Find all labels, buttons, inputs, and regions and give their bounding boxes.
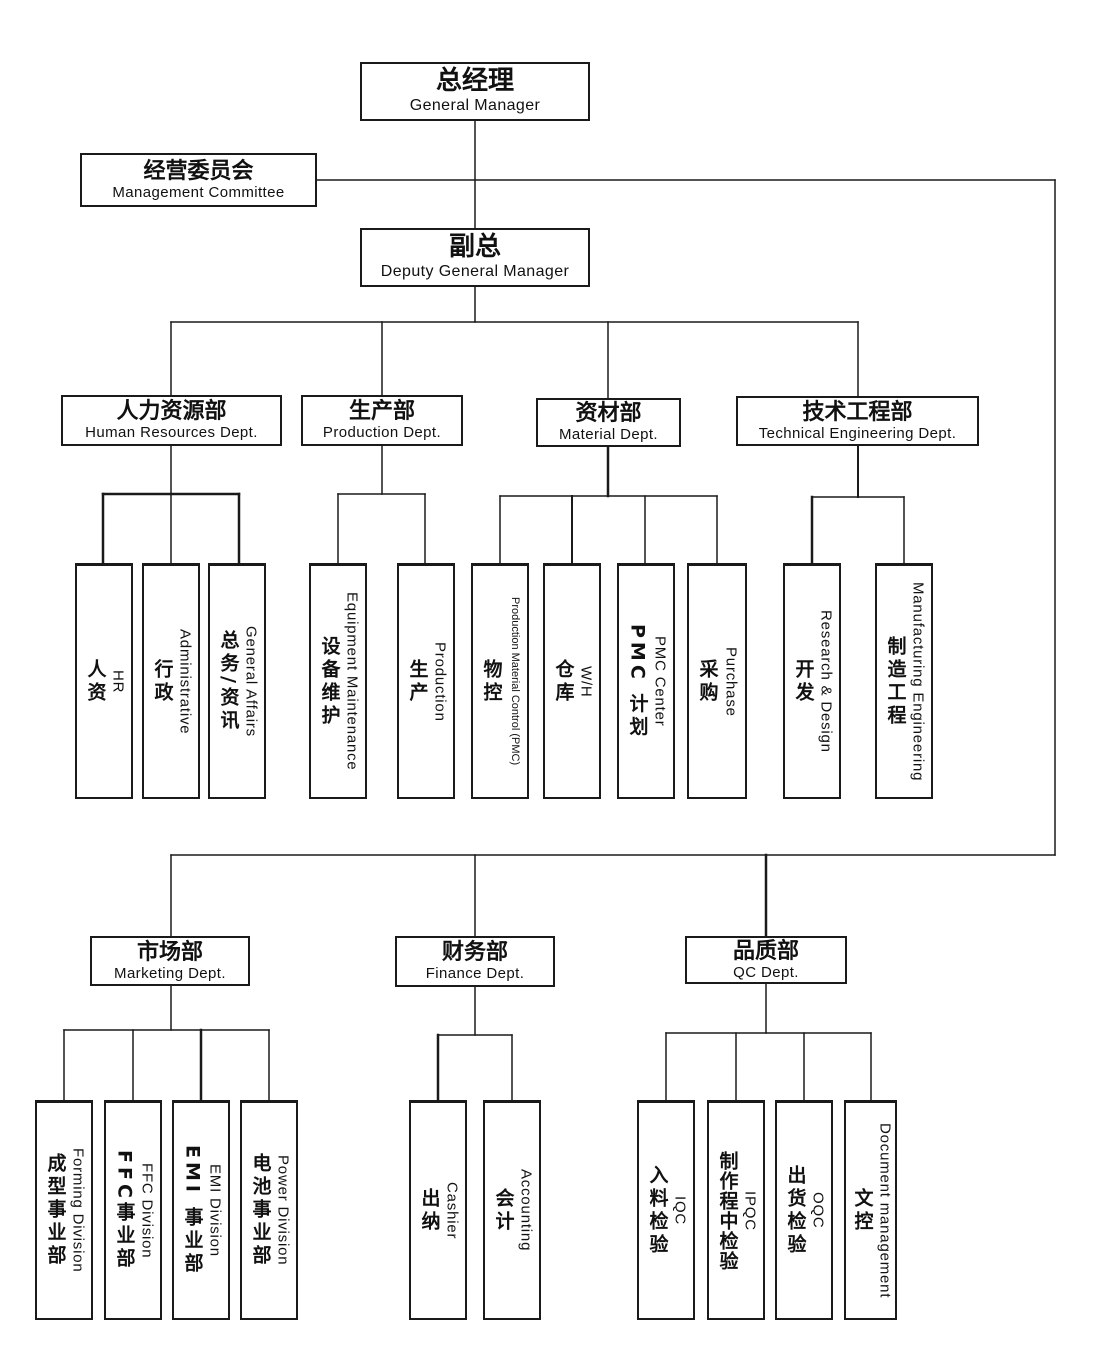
management-committee-box: 经营委员会 Management Committee	[80, 153, 317, 207]
unit-equipment-maintenance-zh: 设备维护	[318, 635, 341, 728]
unit-purchase-zh: 采购	[696, 658, 719, 705]
unit-emi-division: EMI 事业部 EMI Division	[172, 1100, 230, 1320]
unit-accounting-en: Accounting	[517, 1169, 535, 1252]
unit-cashier-en: Cashier	[443, 1181, 461, 1240]
unit-power-division-en: Power Division	[274, 1155, 292, 1266]
unit-emi-division-en: EMI Division	[206, 1164, 224, 1257]
unit-material-control-zh: 物控	[480, 658, 503, 705]
technical-dept-zh: 技术工程部	[802, 399, 913, 425]
unit-pmc-center-en: PMC Center	[651, 636, 669, 727]
unit-oqc-zh: 出货检验	[784, 1164, 807, 1257]
unit-document-management-en: Document management	[876, 1122, 894, 1299]
unit-document-management-zh: 文控	[851, 1187, 874, 1234]
marketing-dept-box: 市场部 Marketing Dept.	[90, 936, 250, 986]
unit-forming-division-zh: 成型事业部	[44, 1153, 67, 1268]
deputy-general-manager-zh: 副总	[448, 232, 501, 263]
unit-general-affairs: 总务/资讯 General Affairs	[208, 563, 266, 799]
unit-material-control-en: Production Material Control (PMC)	[509, 597, 521, 766]
qc-dept-en: QC Dept.	[733, 963, 799, 981]
management-committee-zh: 经营委员会	[143, 158, 254, 184]
unit-iqc-en: IQC	[671, 1195, 689, 1226]
production-dept-zh: 生产部	[348, 399, 415, 425]
unit-general-affairs-en: General Affairs	[242, 626, 260, 737]
unit-production: 生产 Production	[397, 563, 455, 799]
unit-administrative-en: Administrative	[176, 628, 194, 735]
unit-cashier-zh: 出纳	[418, 1187, 441, 1234]
unit-equipment-maintenance-en: Equipment Maintenance	[343, 592, 361, 771]
unit-ipqc-zh: 制作程中检验	[716, 1150, 739, 1271]
deputy-general-manager-en: Deputy General Manager	[380, 262, 570, 280]
finance-dept-box: 财务部 Finance Dept.	[395, 936, 555, 987]
unit-power-division-zh: 电池事业部	[249, 1153, 272, 1268]
unit-document-management: 文控 Document management	[844, 1100, 897, 1320]
technical-dept-box: 技术工程部 Technical Engineering Dept.	[736, 396, 979, 446]
unit-accounting: 会计 Accounting	[483, 1100, 541, 1320]
marketing-dept-en: Marketing Dept.	[114, 964, 226, 982]
qc-dept-zh: 品质部	[732, 938, 799, 964]
hr-dept-zh: 人力资源部	[116, 399, 227, 425]
production-dept-en: Production Dept.	[322, 424, 442, 442]
unit-manufacturing-engineering-zh: 制造工程	[884, 635, 907, 728]
unit-ipqc: 制作程中检验 IPQC	[707, 1100, 765, 1320]
unit-research-design: 开发 Research & Design	[783, 563, 841, 799]
technical-dept-en: Technical Engineering Dept.	[758, 424, 957, 442]
hr-dept-en: Human Resources Dept.	[85, 424, 258, 442]
general-manager-en: General Manager	[409, 96, 541, 114]
unit-iqc: 入料检验 IQC	[637, 1100, 695, 1320]
marketing-dept-zh: 市场部	[136, 939, 203, 965]
unit-iqc-zh: 入料检验	[646, 1164, 669, 1257]
general-manager-box: 总经理 General Manager	[360, 62, 590, 121]
production-dept-box: 生产部 Production Dept.	[301, 395, 463, 446]
unit-pmc-center-zh: PMC 计划	[626, 623, 649, 740]
unit-warehouse-zh: 仓库	[552, 658, 575, 705]
unit-ffc-division-zh: FFC事业部	[113, 1150, 136, 1271]
unit-hr-zh: 人资	[84, 658, 107, 705]
unit-production-en: Production	[431, 641, 449, 722]
hr-dept-box: 人力资源部 Human Resources Dept.	[61, 395, 282, 446]
material-dept-zh: 资材部	[575, 401, 642, 427]
general-manager-zh: 总经理	[435, 66, 514, 97]
unit-ipqc-en: IPQC	[741, 1190, 759, 1231]
deputy-general-manager-box: 副总 Deputy General Manager	[360, 228, 590, 287]
unit-research-design-en: Research & Design	[817, 610, 835, 753]
unit-manufacturing-engineering: 制造工程 Manufacturing Engineering	[875, 563, 933, 799]
unit-manufacturing-engineering-en: Manufacturing Engineering	[909, 581, 927, 782]
unit-administrative-zh: 行政	[151, 658, 174, 705]
unit-equipment-maintenance: 设备维护 Equipment Maintenance	[309, 563, 367, 799]
material-dept-en: Material Dept.	[559, 426, 658, 444]
unit-material-control: 物控 Production Material Control (PMC)	[471, 563, 529, 799]
unit-production-zh: 生产	[406, 658, 429, 705]
unit-cashier: 出纳 Cashier	[409, 1100, 467, 1320]
unit-forming-division: 成型事业部 Forming Division	[35, 1100, 93, 1320]
unit-oqc: 出货检验 OQC	[775, 1100, 833, 1320]
unit-purchase-en: Purchase	[722, 646, 740, 717]
finance-dept-zh: 财务部	[441, 940, 508, 966]
management-committee-en: Management Committee	[112, 183, 285, 201]
unit-ffc-division: FFC事业部 FFC Division	[104, 1100, 162, 1320]
material-dept-box: 资材部 Material Dept.	[536, 398, 681, 447]
unit-emi-division-zh: EMI 事业部	[181, 1145, 204, 1276]
unit-purchase: 采购 Purchase	[687, 563, 747, 799]
unit-oqc-en: OQC	[809, 1192, 827, 1229]
unit-research-design-zh: 开发	[792, 658, 815, 705]
unit-power-division: 电池事业部 Power Division	[240, 1100, 298, 1320]
unit-general-affairs-zh: 总务/资讯	[217, 630, 240, 733]
unit-forming-division-en: Forming Division	[69, 1148, 87, 1273]
unit-hr-en: HR	[109, 669, 127, 694]
finance-dept-en: Finance Dept.	[425, 965, 525, 983]
unit-administrative: 行政 Administrative	[142, 563, 200, 799]
unit-warehouse: 仓库 W/H	[543, 563, 601, 799]
unit-pmc-center: PMC 计划 PMC Center	[617, 563, 675, 799]
unit-accounting-zh: 会计	[492, 1187, 515, 1234]
unit-warehouse-en: W/H	[577, 665, 595, 698]
qc-dept-box: 品质部 QC Dept.	[685, 936, 847, 984]
unit-ffc-division-en: FFC Division	[138, 1162, 156, 1259]
unit-hr: 人资 HR	[75, 563, 133, 799]
